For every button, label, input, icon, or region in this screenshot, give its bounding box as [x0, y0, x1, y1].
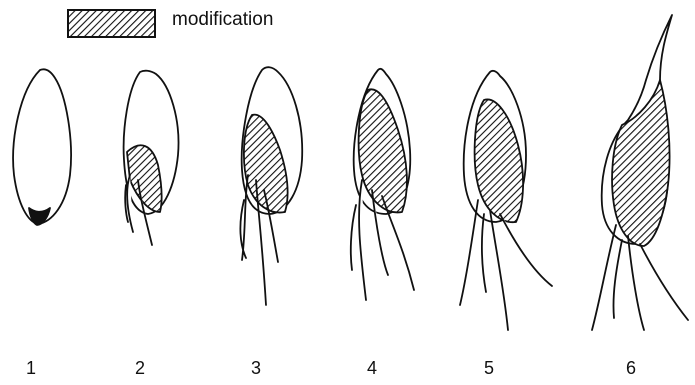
stage-label-1: 1 — [26, 359, 36, 377]
legend-label: modification — [172, 9, 273, 31]
grain-stage-1 — [13, 69, 71, 225]
stage-label-2: 2 — [135, 359, 145, 377]
grain-stage-5 — [460, 71, 552, 330]
grain-stage-6 — [592, 15, 688, 330]
stage-label-3: 3 — [251, 359, 261, 377]
legend-swatch — [68, 10, 155, 37]
stage-label-5: 5 — [484, 359, 494, 377]
grain-stage-4 — [351, 69, 414, 300]
grain-stage-2 — [124, 71, 179, 245]
grain-stage-3 — [240, 67, 302, 305]
stage-label-4: 4 — [367, 359, 377, 377]
stage-label-6: 6 — [626, 359, 636, 377]
